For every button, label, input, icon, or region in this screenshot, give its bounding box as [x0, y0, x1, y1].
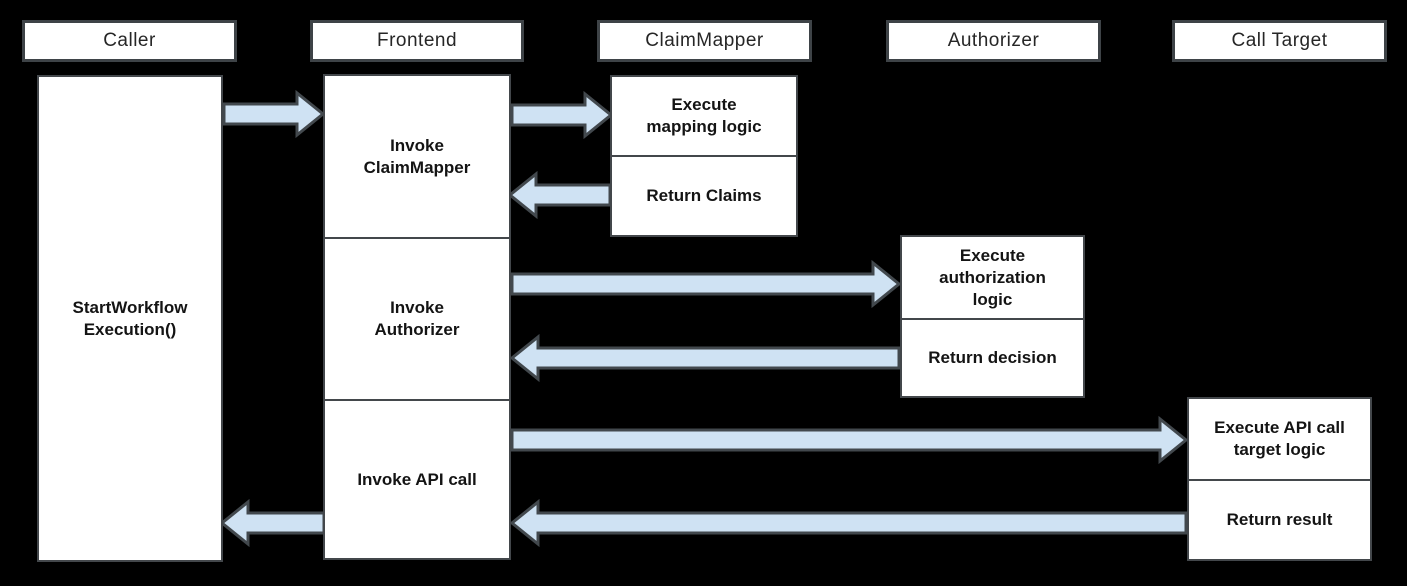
arrow-calltarget-to-frontend [509, 498, 1188, 548]
invoke-api-call-box: Invoke API call [325, 399, 509, 558]
lane-header-claimmapper: ClaimMapper [597, 20, 812, 62]
claimmapper-activation-box: Execute mapping logic Return Claims [610, 75, 798, 237]
arrow-authorizer-to-frontend [509, 333, 901, 383]
return-claims-box: Return Claims [612, 155, 796, 235]
lane-header-caller-label: Caller [103, 30, 156, 51]
arrow-caller-to-frontend [222, 89, 326, 139]
arrow-frontend-to-calltarget [510, 415, 1189, 465]
arrow-frontend-to-claimmapper [510, 90, 614, 140]
frontend-activation-box: Invoke ClaimMapper Invoke Authorizer Inv… [323, 74, 511, 560]
lane-header-authorizer-label: Authorizer [947, 30, 1040, 51]
calltarget-activation-box: Execute API call target logic Return res… [1187, 397, 1372, 561]
arrow-frontend-to-authorizer [510, 259, 902, 309]
return-result-box: Return result [1189, 479, 1370, 559]
arrow-frontend-to-caller [219, 498, 326, 548]
lane-header-caller: Caller [22, 20, 237, 62]
arrow-claimmapper-to-frontend [507, 170, 612, 220]
lane-header-authorizer: Authorizer [886, 20, 1101, 62]
invoke-authorizer-box: Invoke Authorizer [325, 237, 509, 399]
return-decision-box: Return decision [902, 318, 1083, 396]
lane-header-frontend: Frontend [310, 20, 524, 62]
invoke-claimmapper-box: Invoke ClaimMapper [363, 135, 471, 177]
start-workflow-execution-box: StartWorkflow Execution() [72, 297, 188, 339]
authorizer-activation-box: Execute authorization logic Return decis… [900, 235, 1085, 398]
caller-activation-box: StartWorkflow Execution() [37, 75, 223, 562]
lane-header-frontend-label: Frontend [376, 30, 458, 51]
lane-header-calltarget-label: Call Target [1231, 30, 1328, 51]
execute-authorization-logic-box: Execute authorization logic [939, 245, 1046, 309]
execute-mapping-logic-box: Execute mapping logic [646, 95, 762, 136]
execute-api-call-target-logic-box: Execute API call target logic [1214, 418, 1345, 459]
lane-header-claimmapper-label: ClaimMapper [645, 30, 764, 51]
lane-header-calltarget: Call Target [1172, 20, 1387, 62]
